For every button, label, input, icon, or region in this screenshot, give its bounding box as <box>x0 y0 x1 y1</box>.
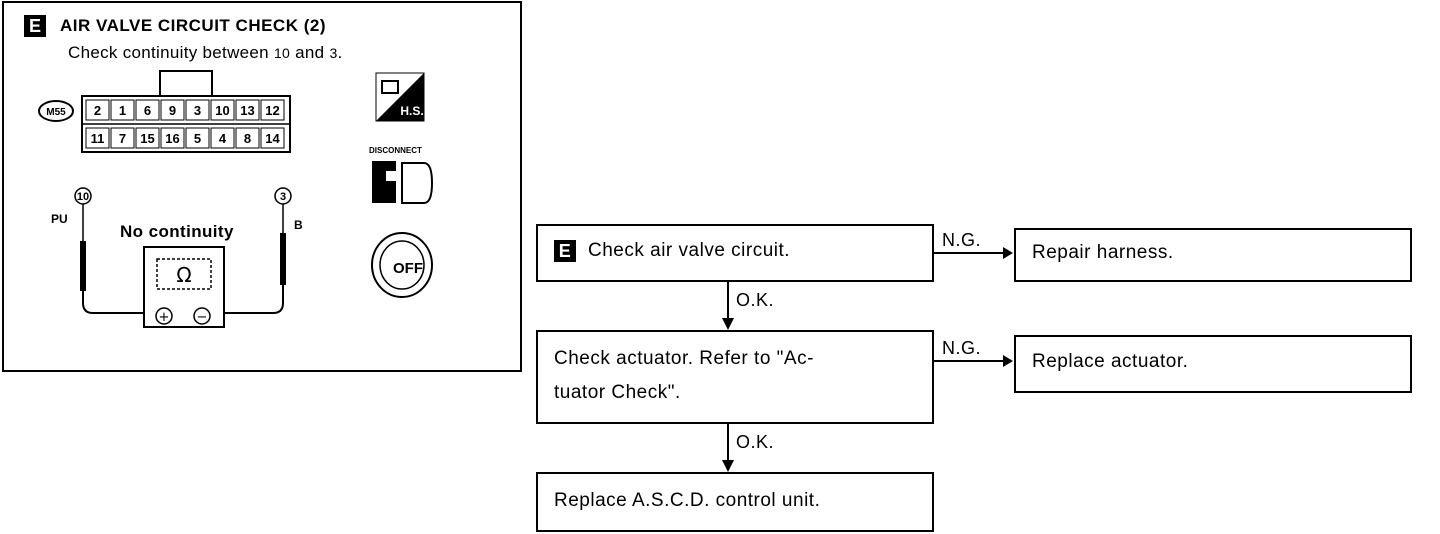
flow-step-check-circuit: E Check air valve circuit. <box>536 224 934 282</box>
flow-arrowhead-ok-1 <box>722 318 734 330</box>
flow-label-ok-2: O.K. <box>736 432 775 452</box>
flow-action-repair-harness-label: Repair harness. <box>1032 242 1174 263</box>
panel-subtitle: Check continuity between 10 and 3. <box>68 43 343 63</box>
connector-pin-number: 13 <box>240 103 254 118</box>
meter-ohm-symbol: Ω <box>176 263 191 287</box>
connector-pin-number: 9 <box>169 103 176 118</box>
ignition-off-label: OFF <box>393 260 423 277</box>
connector-tag-oval <box>38 100 74 122</box>
flow-action-replace-actuator-label: Replace actuator. <box>1032 351 1189 372</box>
flow-step-badge: E <box>554 240 576 262</box>
meter-plus-terminal <box>155 307 173 325</box>
connector-pin-cell <box>110 99 135 121</box>
connector-pin-number: 7 <box>119 131 126 146</box>
meter-display <box>156 258 212 290</box>
connector-pin-cell <box>235 99 260 121</box>
subtitle-prefix: Check continuity between <box>68 43 274 62</box>
probe-left-wire: PU <box>51 212 68 226</box>
ignition-off-icon: OFF <box>371 232 433 298</box>
flow-step-check-circuit-text: E Check air valve circuit. <box>554 240 790 262</box>
ohmmeter: Ω + − <box>143 246 225 328</box>
flow-step-replace-unit-label: Replace A.S.C.D. control unit. <box>554 490 821 511</box>
flow-step-check-circuit-label: Check air valve circuit. <box>588 240 791 262</box>
flow-step-check-actuator-line1: Check actuator. Refer to "Ac- <box>554 348 814 369</box>
disconnect-icon-label: DISCONNECT <box>369 146 422 155</box>
meter-minus-label: − <box>197 310 208 325</box>
connector-pin-number: 12 <box>265 103 279 118</box>
flow-step-replace-unit: Replace A.S.C.D. control unit. <box>536 472 934 532</box>
subtitle-suffix: . <box>337 43 343 62</box>
flow-label-ng-1: N.G. <box>942 230 982 250</box>
connector-pin-number: 1 <box>119 103 126 118</box>
wire-right <box>210 285 284 314</box>
connector-tag-text: M55 <box>46 107 66 118</box>
subtitle-pin-a: 10 <box>273 45 291 61</box>
connector-pin-cell <box>135 127 160 149</box>
probe-left: 10 PU <box>51 187 92 291</box>
panel-title: AIR VALVE CIRCUIT CHECK (2) <box>60 16 326 35</box>
connector-pin-number: 16 <box>165 131 179 146</box>
hs-icon-dark-half <box>376 73 424 121</box>
ignition-outer <box>371 232 433 298</box>
probe-right: 3 B <box>274 187 303 285</box>
flow-arrowhead-ok-2 <box>722 460 734 472</box>
probe-right-handle <box>280 233 286 285</box>
connector-pin-cell <box>210 99 235 121</box>
connector-pin-cell <box>85 127 110 149</box>
connector-pin-cell <box>160 127 185 149</box>
probe-left-handle <box>80 241 86 291</box>
flow-arrowhead-ng-2 <box>1003 355 1013 367</box>
connector-pin-number: 4 <box>219 131 227 146</box>
flow-label-ok-1: O.K. <box>736 290 775 310</box>
connector-pin-cell <box>185 127 210 149</box>
connector-pin-cell <box>85 99 110 121</box>
hs-icon: H.S. <box>375 72 425 122</box>
connector-pin-cell <box>260 127 285 149</box>
probe-right-pin-label: 3 <box>280 191 286 203</box>
step-badge: E <box>24 15 46 37</box>
connector-pin-cell <box>185 99 210 121</box>
air-valve-check-panel: E AIR VALVE CIRCUIT CHECK (2) Check cont… <box>2 1 522 372</box>
meter-plus-label: + <box>159 310 170 325</box>
subtitle-pin-b: 3 <box>329 45 338 61</box>
connector-pin-cell <box>135 99 160 121</box>
ignition-inner <box>379 240 425 290</box>
subtitle-mid: and <box>290 43 330 62</box>
connector-pin-cell <box>260 99 285 121</box>
connector-pin-number: 8 <box>244 131 251 146</box>
disconnect-plug-a <box>372 161 396 203</box>
connector-pin-cell <box>160 99 185 121</box>
connector-pin-number: 3 <box>194 103 201 118</box>
flow-step-check-actuator: Check actuator. Refer to "Ac- tuator Che… <box>536 330 934 424</box>
connector-pin-number: 15 <box>140 131 154 146</box>
connector-pin-number: 5 <box>194 131 201 146</box>
connector-pin-number: 6 <box>144 103 151 118</box>
hs-battery-icon <box>381 80 399 94</box>
connector-pin-number: 10 <box>215 103 229 118</box>
disconnect-plug-b <box>401 162 434 204</box>
connector-pin-number: 2 <box>94 103 101 118</box>
flow-label-ng-2: N.G. <box>942 338 982 358</box>
hs-icon-label: H.S. <box>400 104 423 118</box>
probe-right-wire: B <box>294 218 303 232</box>
meter-result: No continuity <box>120 222 234 241</box>
connector-pin-cell <box>235 127 260 149</box>
disconnect-icon: DISCONNECT <box>369 146 434 204</box>
flow-arrowhead-ng-1 <box>1003 247 1013 259</box>
connector-pin-cell <box>210 127 235 149</box>
connector-pin-number: 14 <box>265 131 280 146</box>
connector-pin-number: 11 <box>91 131 105 146</box>
probe-left-pin-label: 10 <box>77 191 89 203</box>
flow-action-repair-harness: Repair harness. <box>1014 228 1412 282</box>
wire-left <box>82 291 156 314</box>
flow-action-replace-actuator: Replace actuator. <box>1014 335 1412 393</box>
connector-pin-cell <box>110 127 135 149</box>
panel-header: E AIR VALVE CIRCUIT CHECK (2) <box>24 15 326 37</box>
flow-step-check-actuator-line2: tuator Check". <box>554 382 681 403</box>
meter-minus-terminal <box>193 307 211 325</box>
